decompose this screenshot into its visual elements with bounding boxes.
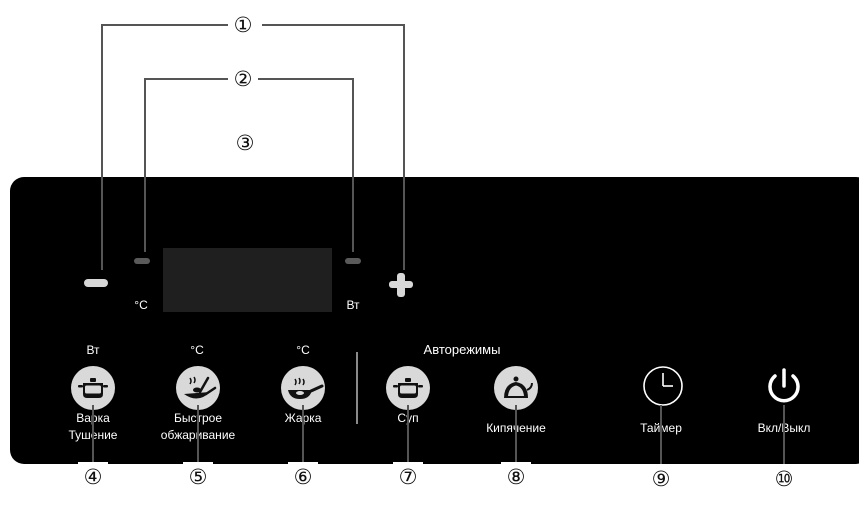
soup-button[interactable]: [386, 366, 430, 410]
power-icon[interactable]: [762, 364, 806, 408]
power-button-label: Вкл/Выкл: [757, 421, 811, 435]
watt-label: Вт: [346, 298, 360, 312]
pot-icon: [393, 378, 423, 398]
boil-button[interactable]: [494, 366, 538, 410]
plus-icon-vertical: [397, 273, 405, 297]
soup-button-label: Суп: [397, 411, 419, 425]
callout-3: ③: [230, 128, 260, 158]
watt-indicator-led: [345, 258, 361, 264]
callout-2: ②: [228, 64, 258, 94]
panel-divider: [356, 352, 358, 424]
kettle-icon: [504, 376, 533, 398]
callout-4: ④: [78, 462, 108, 492]
callout-1: ①: [228, 10, 258, 40]
stew-button-label: Варка Тушение: [68, 411, 118, 442]
callout-6: ⑥: [288, 462, 318, 492]
callout-10: ⑩: [769, 464, 799, 494]
timer-button-label: Таймер: [640, 421, 682, 435]
celsius-indicator-led: [134, 258, 150, 264]
button-unit-celsius-2: °C: [296, 343, 310, 357]
fry-button-label: Жарка: [284, 411, 322, 425]
digital-display: [163, 248, 332, 312]
stir-fry-button-label: Быстрое обжаривание: [160, 411, 236, 442]
stew-button[interactable]: [71, 366, 115, 410]
callout-7: ⑦: [393, 462, 423, 492]
frying-pan-icon: [288, 377, 324, 399]
stir-fry-button[interactable]: [176, 366, 220, 410]
fry-button[interactable]: [281, 366, 325, 410]
celsius-label: °C: [134, 298, 148, 312]
callout-8: ⑧: [501, 462, 531, 492]
stir-fry-icon: [184, 376, 217, 399]
callout-5: ⑤: [183, 462, 213, 492]
auto-modes-label: Авторежимы: [423, 342, 501, 357]
button-unit-celsius-1: °C: [190, 343, 204, 357]
boil-button-label: Кипячение: [486, 421, 546, 435]
minus-button[interactable]: [84, 279, 108, 287]
callout-9: ⑨: [646, 464, 676, 494]
button-unit-watt: Вт: [86, 343, 100, 357]
clock-icon[interactable]: [641, 364, 685, 408]
pot-icon: [78, 378, 108, 398]
